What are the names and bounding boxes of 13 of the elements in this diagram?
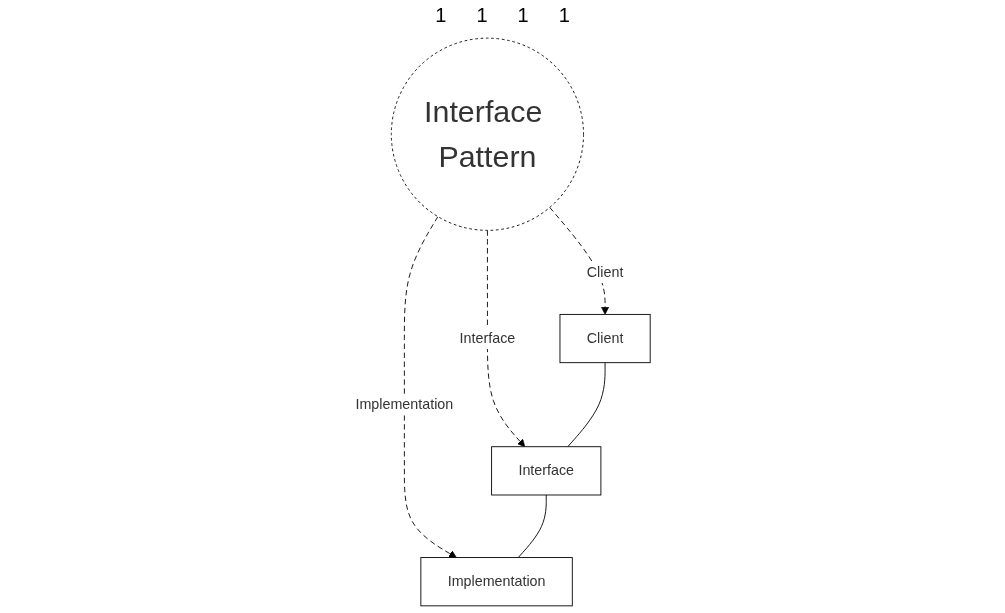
multiplicity-label: 1 [435, 4, 447, 27]
node-box: Interface [490, 446, 602, 496]
node-box: Client [559, 313, 651, 364]
edge-label: Implementation [355, 396, 453, 412]
node-circle: Interface Pattern [390, 37, 584, 231]
connector [566, 362, 606, 448]
multiplicity-label: 1 [517, 4, 529, 27]
edge-label: Interface [459, 330, 515, 346]
multiplicity-label: 1 [476, 4, 488, 27]
node-box: Implementation [420, 557, 573, 607]
multiplicity-label: 1 [558, 4, 570, 27]
edge-label: Client [586, 264, 624, 280]
connector [517, 494, 547, 558]
